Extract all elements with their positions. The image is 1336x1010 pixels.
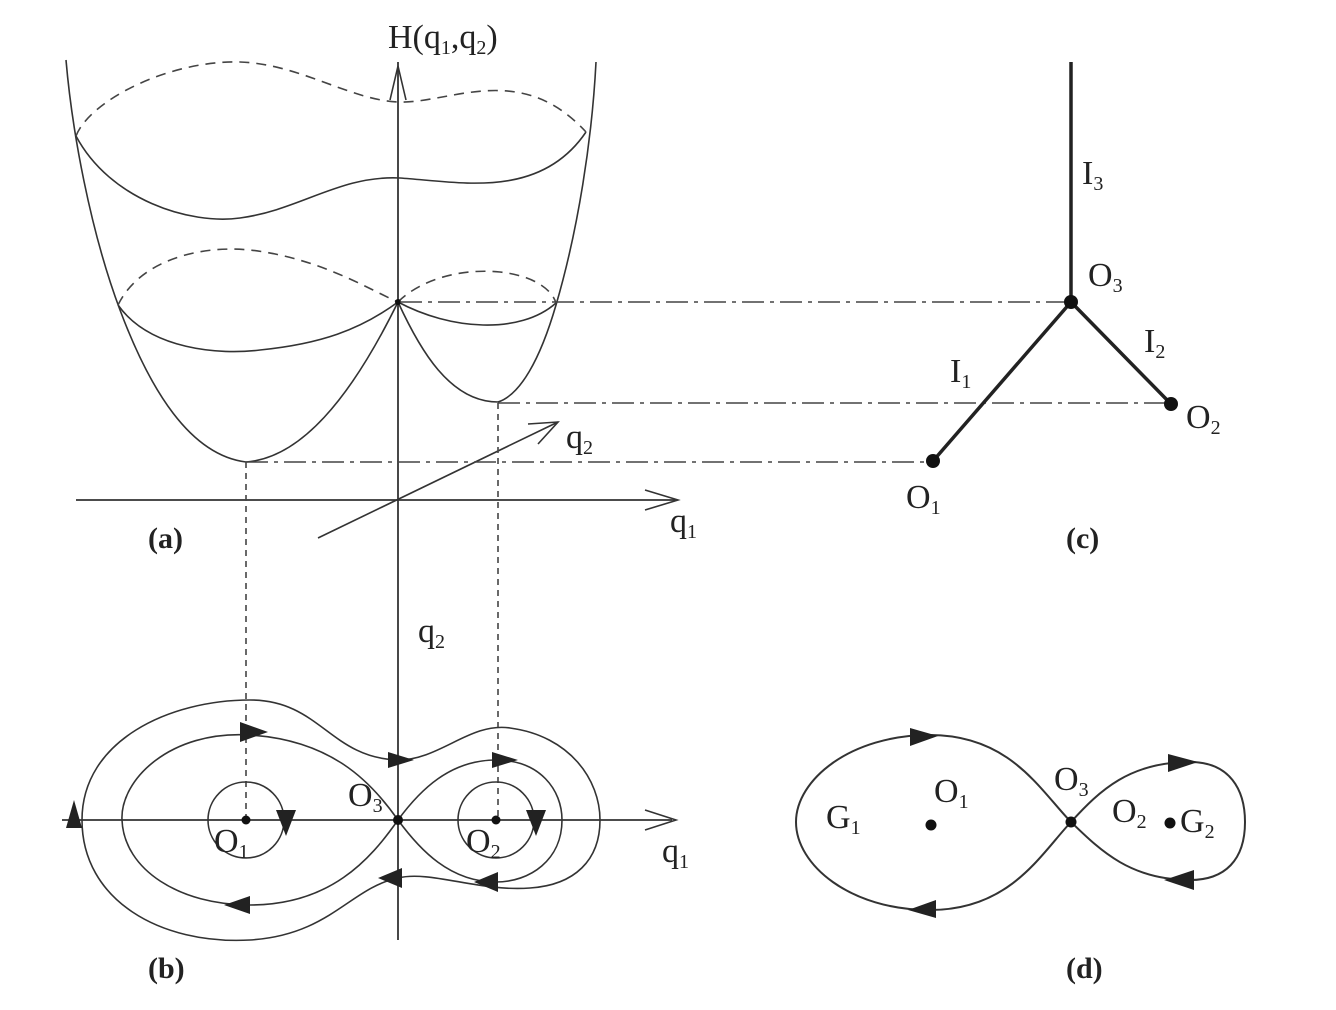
q1-axis-label-b: q1 [662, 833, 689, 873]
point-O3-d [1065, 816, 1077, 828]
panel-c-reeb-graph: I3 O3 I2 I1 O2 O1 (c) [906, 62, 1221, 555]
flow-arrow-icon [66, 800, 82, 828]
panel-d-separatrix: O3 O1 G1 O2 G2 (d) [794, 728, 1247, 985]
point-O2-d [1164, 817, 1176, 829]
flow-arrow-icon [526, 810, 546, 836]
edge-I1 [931, 300, 1073, 463]
bowl-right-wall [497, 61, 597, 403]
q1-axis-label-a: q1 [670, 503, 697, 543]
point-O1-b [241, 815, 251, 825]
q1-axis-a-arrow-icon [644, 489, 681, 511]
vertical-axis-arrow-icon [389, 65, 407, 101]
q1-axis-b-arrow-icon [644, 809, 679, 831]
flow-arrow-icon [908, 900, 936, 918]
panel-label-b: (b) [148, 952, 185, 985]
separatrix-left-loop [794, 733, 1073, 912]
q2-axis-label-a: q2 [566, 419, 593, 459]
saddle-level-front-left [117, 301, 399, 353]
label-G1: G1 [826, 799, 861, 839]
upper-level-back [75, 61, 587, 137]
orbit-outer [81, 699, 601, 942]
label-G2: G2 [1180, 803, 1215, 843]
flow-arrow-icon [492, 752, 518, 768]
panel-b-phase-portrait: q2 q1 O1 O2 O3 (b) [62, 613, 689, 985]
upper-level-front [75, 131, 587, 220]
node-O3 [1064, 295, 1078, 309]
panel-a-surface: H(q1,q2) q2 q1 (a) [65, 19, 1170, 940]
point-O2-b [491, 815, 501, 825]
label-O3-d: O3 [1054, 761, 1089, 801]
label-O1-d: O1 [934, 773, 969, 813]
label-O2-c: O2 [1186, 399, 1221, 439]
bowl-left-wall [65, 59, 247, 463]
flow-arrow-icon [1168, 754, 1198, 772]
label-O1-b: O1 [214, 823, 249, 863]
flow-arrow-icon [378, 868, 402, 888]
q2-axis-label-b: q2 [418, 613, 445, 653]
edge-I2 [1069, 300, 1173, 406]
node-O2 [1164, 397, 1178, 411]
orbit-right-lobe [397, 759, 563, 883]
flow-arrow-icon [474, 872, 498, 892]
label-I1: I1 [950, 353, 971, 393]
saddle-level-front-right [397, 301, 557, 326]
label-O2-b: O2 [466, 823, 501, 863]
label-O2-d: O2 [1112, 793, 1147, 833]
orbit-left-lobe [121, 733, 399, 906]
vertical-axis-label: H(q1,q2) [388, 19, 498, 59]
point-O3-b [393, 815, 403, 825]
separatrix-right-loop [1069, 760, 1247, 882]
flow-arrow-icon [1164, 870, 1194, 890]
saddle-level-back-left [117, 248, 399, 306]
label-O1-c: O1 [906, 479, 941, 519]
flow-arrow-icon [276, 810, 296, 836]
flow-arrow-icon [240, 722, 268, 742]
point-O1-d [925, 819, 937, 831]
right-valley-curve [397, 301, 499, 403]
label-I2: I2 [1144, 323, 1165, 363]
panel-label-a: (a) [148, 522, 183, 555]
q2-axis-oblique [317, 421, 559, 539]
panel-label-c: (c) [1066, 522, 1099, 555]
flow-arrow-icon [388, 752, 414, 768]
label-O3-b: O3 [348, 777, 383, 817]
flow-arrow-icon [224, 896, 250, 914]
q2-axis-oblique-arrow-icon [527, 421, 560, 445]
flow-arrow-icon [910, 728, 938, 746]
label-I3: I3 [1082, 155, 1103, 195]
label-O3-c: O3 [1088, 257, 1123, 297]
saddle-point [395, 299, 401, 305]
left-valley-curve [245, 301, 399, 463]
saddle-level-back-right [397, 270, 557, 304]
panel-label-d: (d) [1066, 952, 1103, 985]
node-O1 [926, 454, 940, 468]
